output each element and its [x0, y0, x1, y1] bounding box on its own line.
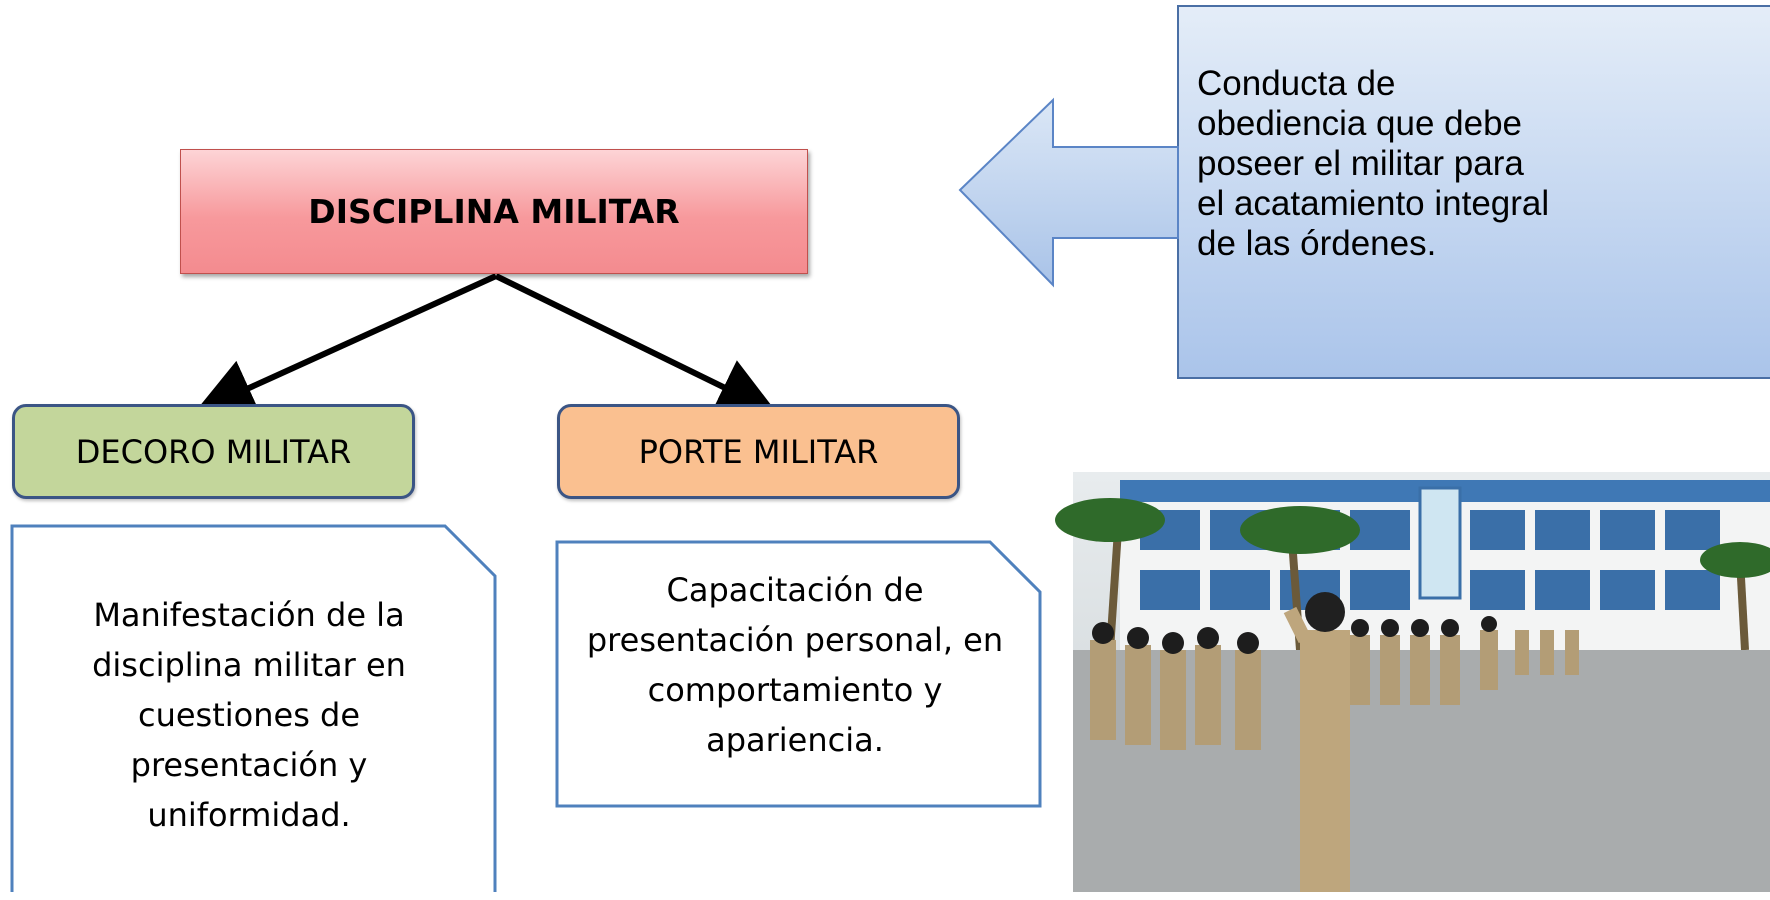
callout-arrow: [958, 97, 1179, 288]
parade-photo: [1055, 472, 1770, 892]
porte-description: Capacitación de presentación personal, e…: [565, 545, 1025, 785]
decoro-militar-box: DECORO MILITAR: [12, 404, 415, 499]
callout-box: [1177, 5, 1770, 379]
disciplina-militar-box: DISCIPLINA MILITAR: [180, 149, 808, 274]
decoro-label: DECORO MILITAR: [75, 432, 352, 471]
decoro-description-box: [10, 524, 497, 892]
porte-militar-box: PORTE MILITAR: [557, 404, 960, 499]
decoro-description: Manifestación de la disciplina militar e…: [22, 530, 476, 900]
porte-description-text: Capacitación de presentación personal, e…: [586, 571, 1004, 759]
connector-to-porte: [494, 273, 778, 415]
porte-label: PORTE MILITAR: [638, 432, 879, 471]
connector-to-decoro: [194, 273, 498, 416]
callout-definition: Conducta de obediencia que debe poseer e…: [1197, 64, 1550, 263]
porte-description-box: [555, 540, 1042, 808]
main-title: DISCIPLINA MILITAR: [308, 192, 680, 231]
decoro-description-text: Manifestación de la disciplina militar e…: [92, 596, 406, 834]
